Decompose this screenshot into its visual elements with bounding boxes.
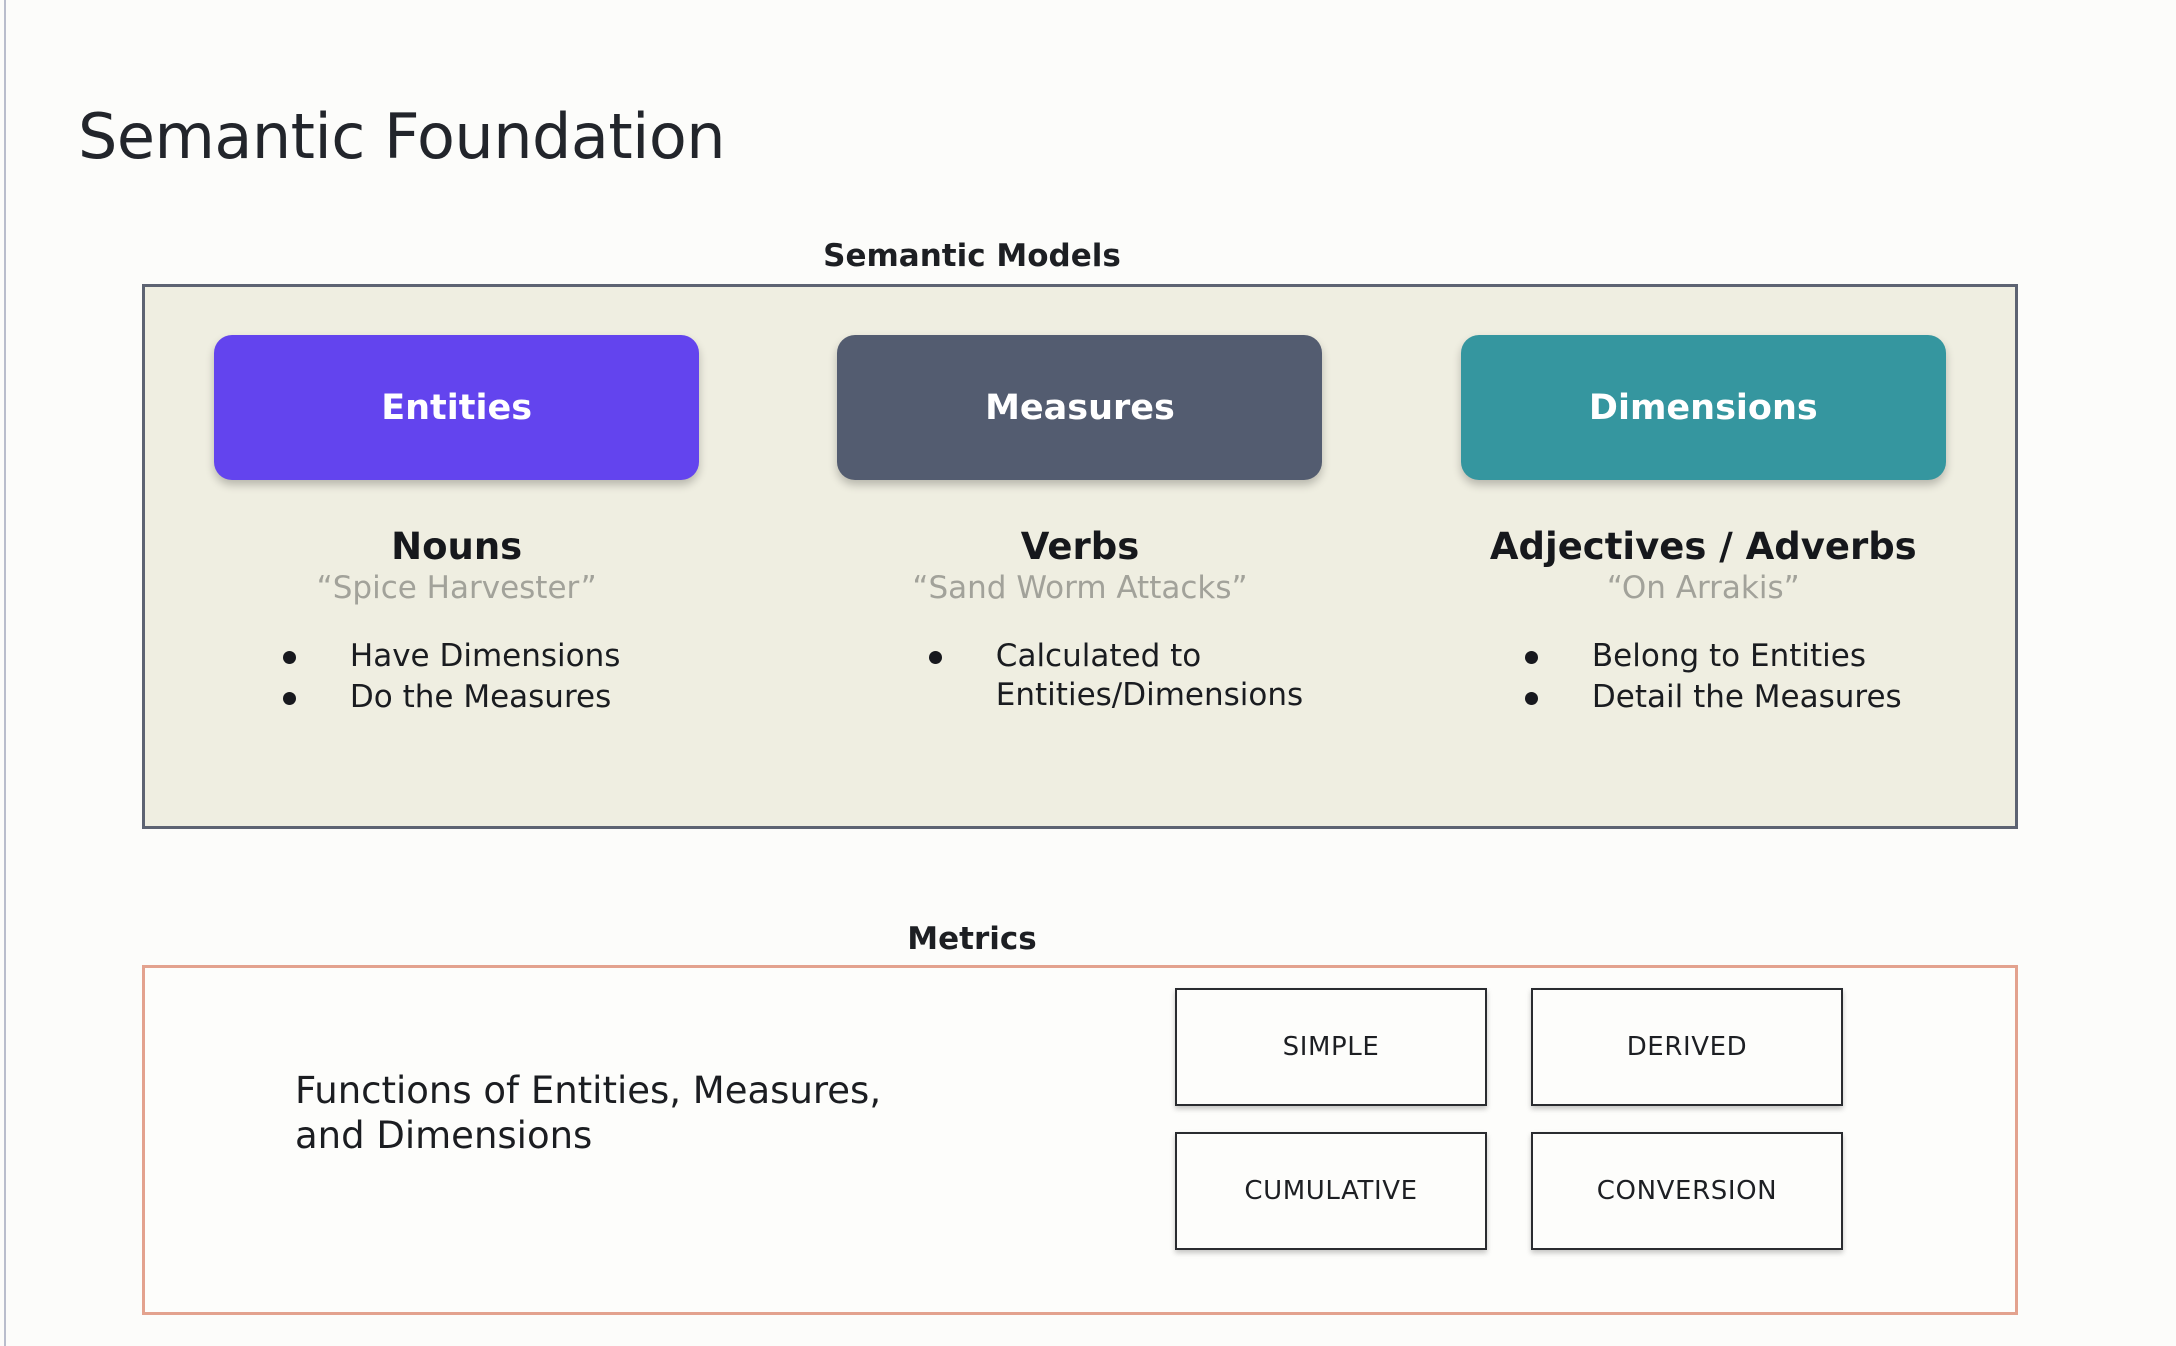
list-item-label: Calculated to Entities/Dimensions — [995, 637, 1304, 713]
semantic-models-columns: Entities Nouns “Spice Harvester” Have Di… — [145, 287, 2015, 826]
measures-example: “Sand Worm Attacks” — [912, 569, 1248, 606]
metrics-type-grid: SIMPLE DERIVED CUMULATIVE CONVERSION — [1175, 988, 1843, 1250]
metric-type-derived[interactable]: DERIVED — [1531, 988, 1843, 1106]
list-item-label: Do the Measures — [349, 678, 612, 715]
dimensions-part-of-speech: Adjectives / Adverbs — [1489, 525, 1917, 568]
bullet-dot-icon — [282, 650, 296, 664]
dimensions-bullet-list: Belong to Entities Detail the Measures — [1524, 637, 1902, 719]
entities-example: “Spice Harvester” — [316, 569, 597, 606]
bullet-dot-icon — [282, 691, 296, 705]
bullet-dot-icon — [928, 650, 942, 664]
list-item-label: Detail the Measures — [1591, 678, 1902, 715]
list-item-label: Belong to Entities — [1591, 637, 1866, 674]
metrics-caption: Metrics — [907, 921, 1037, 957]
list-item: Belong to Entities — [1524, 637, 1902, 676]
list-item: Do the Measures — [282, 678, 621, 717]
metrics-description: Functions of Entities, Measures, and Dim… — [295, 1069, 882, 1158]
measures-part-of-speech: Verbs — [1020, 525, 1140, 568]
measures-pill[interactable]: Measures — [837, 335, 1323, 480]
semantic-models-panel: Entities Nouns “Spice Harvester” Have Di… — [142, 284, 2018, 829]
semantic-models-caption: Semantic Models — [823, 238, 1121, 274]
metric-type-simple[interactable]: SIMPLE — [1175, 988, 1487, 1106]
bullet-dot-icon — [1524, 691, 1538, 705]
entities-part-of-speech: Nouns — [391, 525, 523, 568]
list-item: Calculated to Entities/Dimensions — [928, 637, 1304, 715]
dimensions-example: “On Arrakis” — [1606, 569, 1800, 606]
metric-type-conversion[interactable]: CONVERSION — [1531, 1132, 1843, 1250]
model-column-dimensions: Dimensions Adjectives / Adverbs “On Arra… — [1392, 287, 2015, 826]
list-item: Have Dimensions — [282, 637, 621, 676]
entities-pill[interactable]: Entities — [214, 335, 700, 480]
metric-type-cumulative[interactable]: CUMULATIVE — [1175, 1132, 1487, 1250]
page-title: Semantic Foundation — [78, 99, 726, 173]
dimensions-pill[interactable]: Dimensions — [1460, 335, 1946, 480]
bullet-dot-icon — [1524, 650, 1538, 664]
slide-left-rule — [4, 0, 6, 1346]
metrics-panel: Functions of Entities, Measures, and Dim… — [142, 965, 2018, 1315]
list-item: Detail the Measures — [1524, 678, 1902, 717]
measures-bullet-list: Calculated to Entities/Dimensions — [928, 637, 1304, 717]
list-item-label: Have Dimensions — [349, 637, 621, 674]
model-column-measures: Measures Verbs “Sand Worm Attacks” Calcu… — [768, 287, 1391, 826]
entities-bullet-list: Have Dimensions Do the Measures — [282, 637, 621, 719]
model-column-entities: Entities Nouns “Spice Harvester” Have Di… — [145, 287, 768, 826]
